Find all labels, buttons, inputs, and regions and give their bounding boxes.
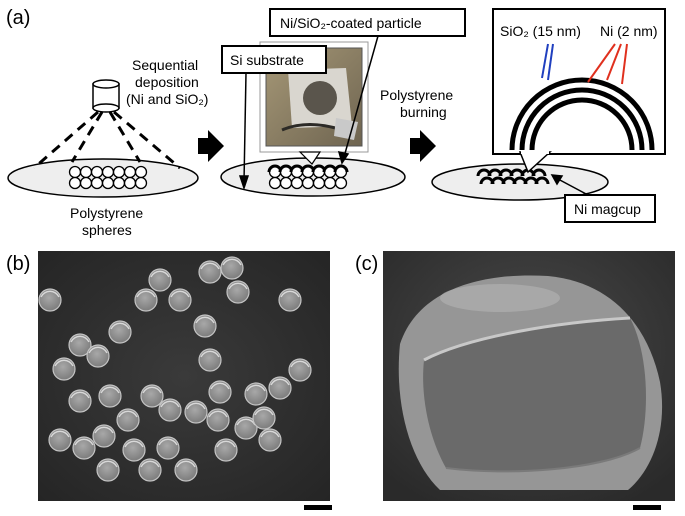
- sem-magcup-particle: [289, 359, 311, 381]
- sem-magcup-particle: [135, 289, 157, 311]
- polystyrene-sphere: [81, 167, 92, 178]
- sem-magcup-particle: [269, 377, 291, 399]
- polystyrene-sphere: [70, 167, 81, 178]
- sio2-thickness-label: SiO₂ (15 nm): [500, 23, 581, 39]
- sem-magcup-particle: [215, 439, 237, 461]
- deposition-label-line1: Sequential: [132, 57, 198, 73]
- sem-magcup-particle: [157, 437, 179, 459]
- scale-bar-b: [304, 505, 332, 510]
- sem-magcup-particle: [39, 289, 61, 311]
- sem-magcup-particle: [185, 401, 207, 423]
- sem-magcup-particle: [209, 381, 231, 403]
- sem-magcup-particle: [141, 385, 163, 407]
- coated-particle-label: Ni/SiO₂-coated particle: [280, 15, 422, 31]
- polystyrene-sphere: [92, 167, 103, 178]
- panel-label-a: (a): [6, 7, 30, 29]
- coated-sphere: [336, 178, 347, 189]
- step3-magcup-schematic: SiO₂ (15 nm) Ni (2 nm) Ni magcup: [432, 9, 665, 222]
- polystyrene-sphere: [125, 167, 136, 178]
- sem-magcup-particle: [194, 315, 216, 337]
- sem-magcup-particle: [279, 289, 301, 311]
- sem-magcup-particle: [73, 437, 95, 459]
- sem-magcup-particle: [117, 409, 139, 431]
- polystyrene-sphere: [92, 178, 103, 189]
- sem-magcup-particle: [87, 345, 109, 367]
- sem-magcup-particle: [123, 439, 145, 461]
- sem-magcup-particle: [207, 409, 229, 431]
- sem-magcup-particle: [227, 281, 249, 303]
- deposition-label-line2: deposition: [135, 74, 199, 90]
- sem-magcup-particle: [221, 257, 243, 279]
- sem-magcup-particle: [93, 425, 115, 447]
- sem-magcup-particle: [253, 407, 275, 429]
- sem-magcup-particle: [175, 459, 197, 481]
- coated-sphere: [270, 178, 281, 189]
- ni-thickness-label: Ni (2 nm): [600, 23, 658, 39]
- sem-magcup-particle: [199, 261, 221, 283]
- polystyrene-sphere: [136, 167, 147, 178]
- sem-magcup-particle: [159, 399, 181, 421]
- polystyrene-sphere: [70, 178, 81, 189]
- substrate-ellipse-2: [221, 158, 405, 196]
- polystyrene-sphere: [103, 167, 114, 178]
- coated-sphere: [292, 178, 303, 189]
- sem-magcup-particle: [99, 385, 121, 407]
- burning-label-line2: burning: [400, 104, 447, 120]
- step1-deposition-schematic: Sequential deposition (Ni and SiO₂) Poly…: [8, 57, 208, 238]
- magcup-highlight: [440, 284, 560, 312]
- polystyrene-sphere: [136, 178, 147, 189]
- sem-magcup-particle: [97, 459, 119, 481]
- sem-magcup-particle: [139, 459, 161, 481]
- spheres-label-line2: spheres: [82, 222, 132, 238]
- sem-magcup-particle: [53, 358, 75, 380]
- spheres-label-line1: Polystyrene: [70, 205, 143, 221]
- polystyrene-sphere: [81, 178, 92, 189]
- polystyrene-sphere: [114, 178, 125, 189]
- coated-sphere: [281, 178, 292, 189]
- process-arrow-2: [410, 130, 436, 162]
- sem-image-b: [38, 251, 330, 501]
- deposition-label-line3: (Ni and SiO₂): [126, 91, 208, 107]
- coated-sphere: [303, 178, 314, 189]
- sem-image-c: [383, 251, 675, 501]
- sem-magcup-particle: [149, 269, 171, 291]
- sem-magcup-particle: [109, 321, 131, 343]
- panel-label-b: (b): [6, 253, 30, 275]
- polystyrene-sphere: [125, 178, 136, 189]
- burning-label-line1: Polystyrene: [380, 87, 453, 103]
- deposition-source-icon: [93, 80, 119, 112]
- coated-sphere: [325, 178, 336, 189]
- polystyrene-sphere: [114, 167, 125, 178]
- sem-magcup-particle: [259, 429, 281, 451]
- scale-bar-c: [633, 505, 661, 510]
- sem-magcup-particle: [69, 390, 91, 412]
- panel-label-c: (c): [355, 253, 378, 275]
- sem-magcup-particle: [199, 349, 221, 371]
- process-arrow-1: [198, 130, 224, 162]
- si-substrate-label: Si substrate: [230, 52, 304, 68]
- polystyrene-sphere: [103, 178, 114, 189]
- sem-magcup-particle: [49, 429, 71, 451]
- magcup-label: Ni magcup: [574, 201, 641, 217]
- sem-magcup-particle: [169, 289, 191, 311]
- substrate-ellipse-1: [8, 159, 198, 197]
- sem-magcup-particle: [245, 383, 267, 405]
- coated-sphere: [314, 178, 325, 189]
